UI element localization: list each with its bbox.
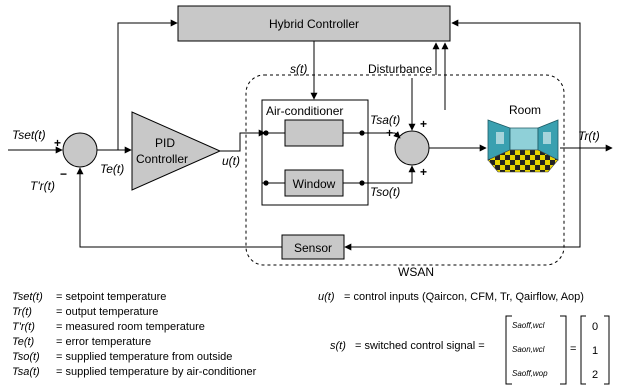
sum2-plus-bottom-left: +	[420, 165, 427, 179]
matrix-entry: Saoff,wcl	[512, 321, 545, 330]
sum1-minus-sign: −	[60, 167, 67, 181]
legend-desc: = supplied temperature by air-conditione…	[56, 366, 257, 378]
st-label: s(t)	[290, 62, 307, 76]
output-to-hybrid-line	[451, 19, 581, 148]
disturbance-label: Disturbance	[368, 62, 432, 76]
wsan-label: WSAN	[398, 265, 434, 279]
summing-junction-1	[62, 132, 98, 168]
legend-symbol: Tr(t)	[12, 306, 32, 318]
wsan-boundary	[245, 74, 565, 266]
value-entry: 0	[592, 321, 598, 333]
sum2-plus-top-right: +	[420, 117, 427, 131]
legend-desc: = error temperature	[56, 336, 151, 348]
air-conditioner-label: Air-conditioner	[266, 104, 343, 118]
te-label: Te(t)	[100, 162, 124, 176]
tprime-r-label: T'r(t)	[30, 179, 55, 193]
legend-symbol: Te(t)	[12, 336, 35, 348]
ut-legend-symbol: u(t)	[318, 291, 335, 303]
ut-legend-desc: = control inputs (Qaircon, CFM, Tr, Qair…	[344, 291, 584, 303]
sensor-to-sum1-line	[76, 167, 282, 248]
value-entry: 1	[592, 345, 598, 357]
setpoint-to-hybrid-line	[117, 19, 178, 150]
st-legend-symbol: s(t)	[330, 340, 346, 352]
legend-left: Tset(t) = setpoint temperature Tr(t) = o…	[12, 291, 257, 378]
sensor-block	[281, 234, 345, 260]
pid-label: PID	[155, 136, 175, 150]
legend-symbol: Tset(t)	[12, 291, 43, 303]
legend-symbol: Tsa(t)	[12, 366, 40, 378]
window-switch-node-left	[263, 180, 269, 186]
legend-desc: = setpoint temperature	[56, 291, 166, 303]
ac-to-sum2-line	[362, 131, 401, 139]
switched-signal-values: 0 1 2	[580, 315, 610, 385]
equals-sign: =	[570, 343, 576, 355]
room-icon	[487, 119, 559, 173]
legend-symbol: T'r(t)	[12, 321, 35, 333]
ut-label: u(t)	[222, 154, 240, 168]
sum1-plus-sign: +	[54, 136, 61, 150]
window-label: Window	[293, 177, 336, 191]
feedback-to-sensor-line	[344, 148, 581, 251]
legend-desc: = output temperature	[56, 306, 158, 318]
pid-controller-block	[131, 111, 222, 191]
summing-junction-2	[394, 130, 430, 166]
sensor-label: Sensor	[294, 241, 332, 255]
window-to-sum2-line	[362, 165, 416, 184]
tso-label: Tso(t)	[370, 185, 400, 199]
legend-desc: = supplied temperature from outside	[56, 351, 232, 363]
tr-label: Tr(t)	[578, 129, 600, 143]
legend-symbol: Tso(t)	[12, 351, 40, 363]
switched-signal-matrix: Saoff,wcl Saon,wcl Saoff,wop	[505, 315, 567, 385]
pid-to-actuator-line	[220, 129, 266, 152]
air-conditioner-block	[284, 119, 344, 147]
pid-controller-label: Controller	[136, 152, 188, 166]
room-label: Room	[509, 103, 541, 117]
matrix-entry: Saon,wcl	[512, 345, 545, 354]
value-entry: 2	[592, 369, 598, 381]
legend-desc: = measured room temperature	[56, 321, 205, 333]
tsa-label: Tsa(t)	[370, 113, 400, 127]
tset-label: Tset(t)	[12, 128, 46, 142]
hybrid-controller-label: Hybrid Controller	[269, 17, 359, 31]
st-legend-desc: = switched control signal =	[355, 340, 485, 352]
matrix-entry: Saoff,wop	[512, 369, 548, 378]
